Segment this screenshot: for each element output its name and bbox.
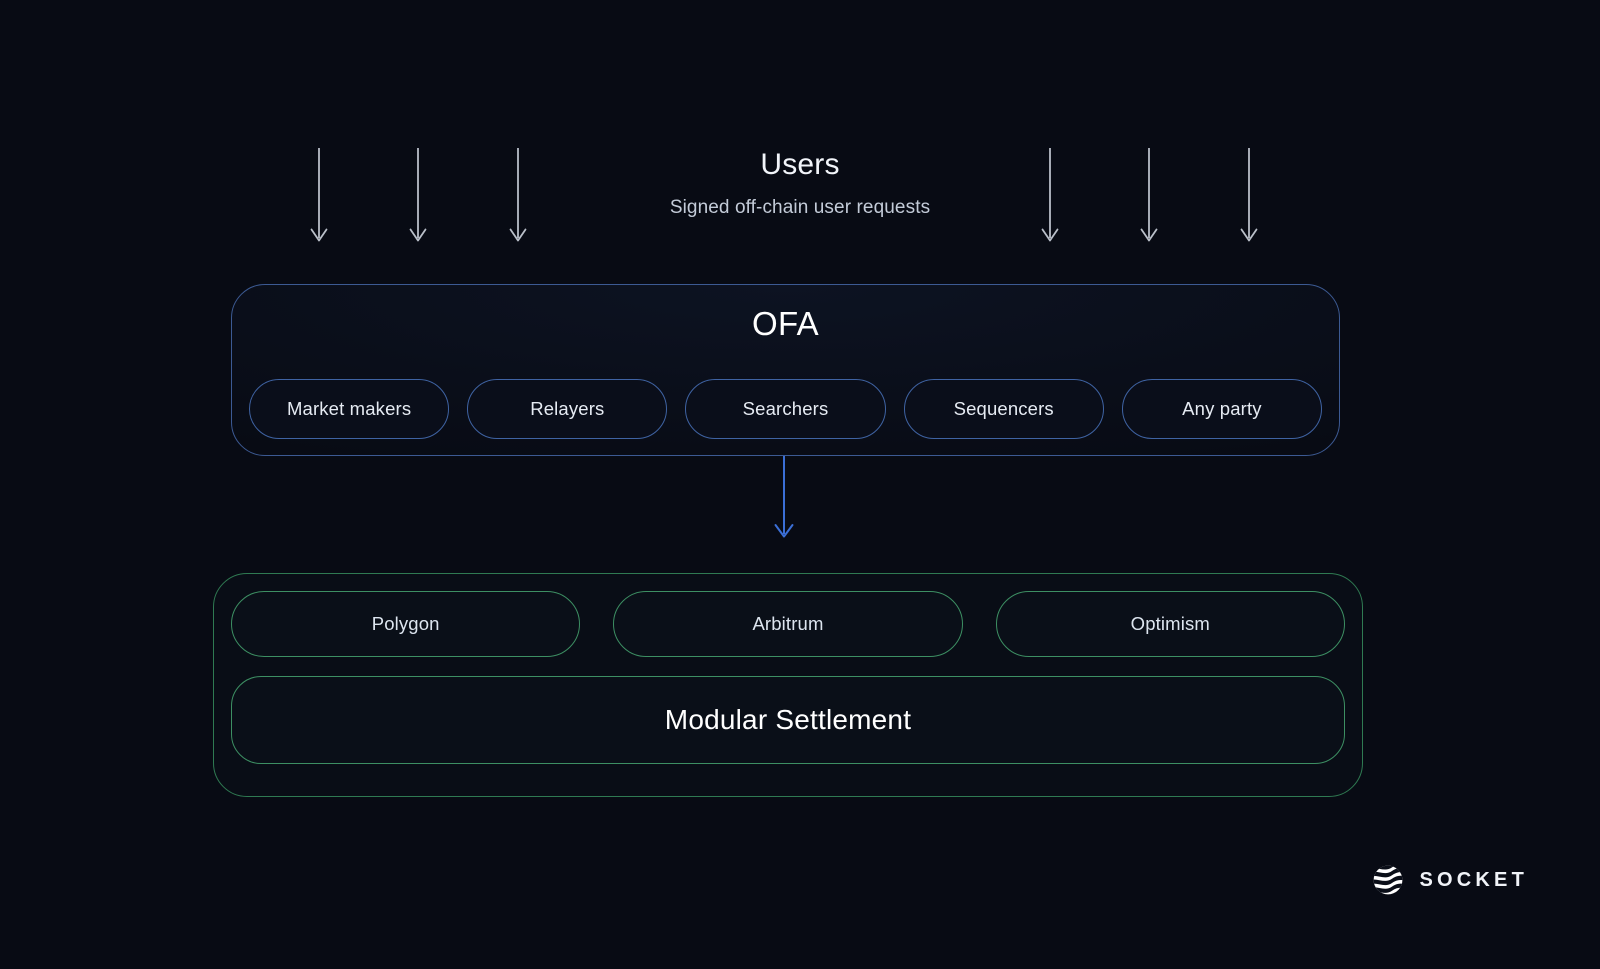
ofa-to-settlement-arrow-icon [771,456,797,546]
modular-settlement-bar: Modular Settlement [231,676,1345,764]
ofa-pill-any-party[interactable]: Any party [1121,379,1323,439]
user-request-arrow-icon-4 [1039,148,1061,248]
chain-pill-polygon[interactable]: Polygon [231,591,581,657]
users-subtitle: Signed off-chain user requests [669,197,931,218]
ofa-title: OFA [752,305,819,342]
ofa-pill-searchers[interactable]: Searchers [685,379,886,439]
user-request-arrow-icon-3 [507,148,529,248]
chain-pill-arbitrum[interactable]: Arbitrum [613,591,963,657]
brand-lockup: SOCKET [1371,863,1528,897]
settlement-container: Polygon Arbitrum Optimism Modular Settle… [213,573,1363,797]
ofa-pill-relayers[interactable]: Relayers [467,379,668,439]
user-request-arrow-icon-2 [407,148,429,248]
user-request-arrow-icon-6 [1238,148,1260,248]
brand-wordmark: SOCKET [1419,868,1528,891]
ofa-pill-sequencers[interactable]: Sequencers [903,379,1104,439]
ofa-participant-list: Market makers Relayers Searchers Sequenc… [249,379,1323,439]
chain-pill-optimism[interactable]: Optimism [995,591,1345,657]
ofa-pill-market-makers[interactable]: Market makers [249,379,450,439]
user-request-arrow-icon-5 [1138,148,1160,248]
user-request-arrow-icon-1 [308,148,330,248]
ofa-container: OFA Market makers Relayers Searchers Seq… [231,284,1340,456]
chain-list: Polygon Arbitrum Optimism [231,591,1345,657]
socket-logo-icon [1374,865,1403,895]
users-title: Users [760,148,840,181]
users-section: Users Signed off-chain user requests [0,148,1600,219]
